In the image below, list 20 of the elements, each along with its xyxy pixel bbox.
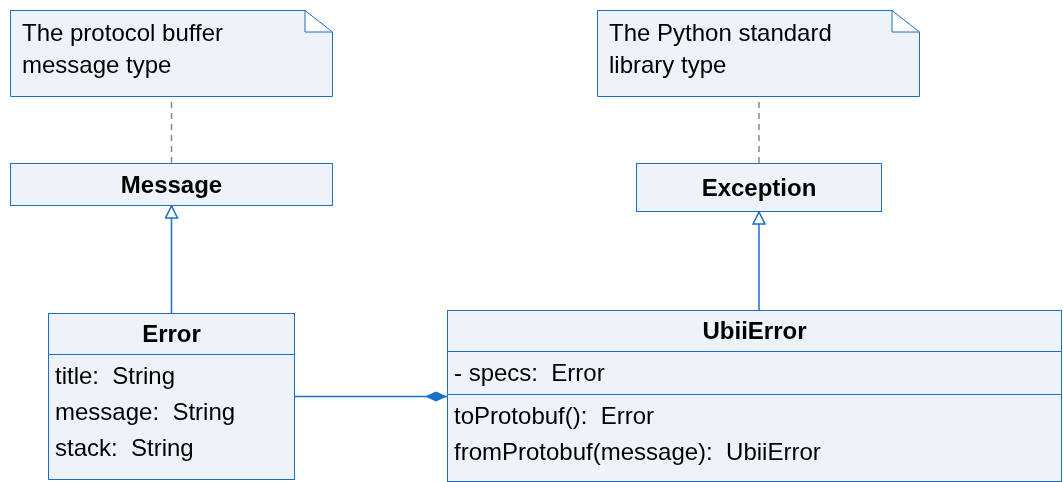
- attribute-text: title: String: [55, 361, 177, 391]
- method-text: toProtobuf(): Error: [454, 401, 656, 431]
- class-name: Exception: [701, 172, 817, 203]
- arrow: [752, 211, 766, 311]
- class-box: [447, 310, 1062, 482]
- arrow: [164, 205, 179, 314]
- note-text: The protocol buffer message type: [21, 18, 224, 80]
- attribute-text: message: String: [55, 397, 237, 427]
- class-name: UbiiError: [702, 316, 807, 346]
- class-name: Error: [142, 319, 201, 349]
- method-text: fromProtobuf(message): UbiiError: [454, 437, 822, 467]
- note: [597, 10, 920, 97]
- class-box: [636, 163, 882, 212]
- class-box: [10, 163, 333, 206]
- attribute-text: - specs: Error: [454, 358, 606, 388]
- attribute-text: stack: String: [55, 433, 195, 463]
- class-name: Message: [120, 169, 223, 200]
- note-text: The Python standard library type: [608, 18, 833, 80]
- class-box: [48, 313, 295, 480]
- note: [10, 10, 333, 97]
